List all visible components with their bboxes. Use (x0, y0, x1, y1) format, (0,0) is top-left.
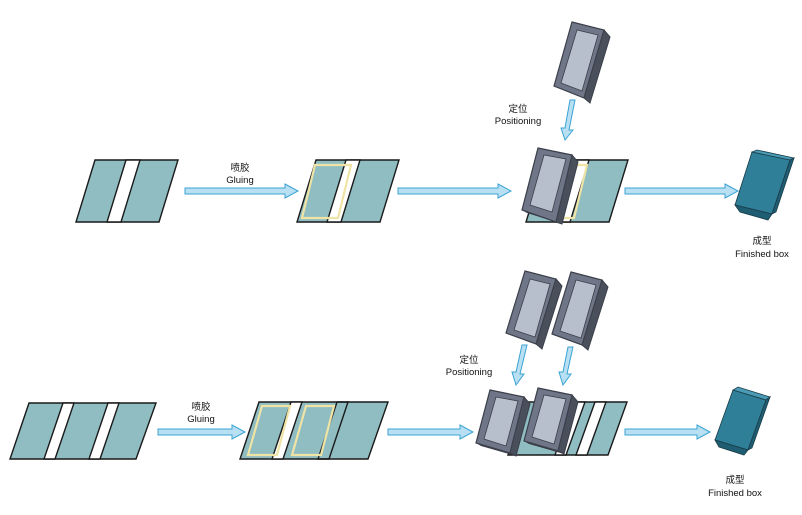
finished-label-en: Finished box (708, 488, 762, 499)
finished-box (714, 386, 771, 456)
tray-incoming (553, 21, 611, 104)
flat-sheet-3-panel (75, 159, 179, 223)
process-arrow (184, 183, 300, 199)
process-arrow-down (511, 344, 528, 387)
tray-incoming-2 (551, 271, 609, 351)
positioning-label-en: Positioning (446, 367, 492, 378)
finished-label-zh: 成型 (725, 474, 745, 486)
glued-sheet (296, 159, 400, 223)
positioning-label-zh: 定位 (508, 103, 528, 115)
gluing-label-en: Gluing (187, 414, 214, 425)
process-arrow (157, 424, 247, 440)
flat-sheet-4-panel (9, 402, 157, 460)
process-arrow (397, 183, 513, 199)
row-1: 喷胶 Gluing (75, 21, 796, 260)
process-arrow-down (558, 346, 574, 387)
tray-incoming-1 (505, 270, 563, 350)
finished-label-en: Finished box (735, 249, 789, 260)
process-arrow (387, 424, 475, 440)
finished-label-zh: 成型 (752, 235, 772, 247)
glued-sheet (239, 401, 389, 460)
positioning-label-zh: 定位 (459, 354, 479, 366)
tray-on-sheet-2 (523, 387, 579, 455)
tray-on-sheet (521, 147, 579, 225)
gluing-label-zh: 喷胶 (230, 162, 250, 174)
tray-on-sheet-1 (475, 389, 531, 457)
gluing-label-zh: 喷胶 (191, 401, 211, 413)
process-arrow (624, 424, 712, 440)
process-arrow-down (560, 99, 576, 142)
gluing-label-en: Gluing (226, 175, 253, 186)
process-arrow (624, 183, 740, 199)
row-2: 喷胶 Gluing (9, 270, 771, 499)
finished-box (734, 149, 796, 221)
positioning-label-en: Positioning (495, 116, 541, 127)
